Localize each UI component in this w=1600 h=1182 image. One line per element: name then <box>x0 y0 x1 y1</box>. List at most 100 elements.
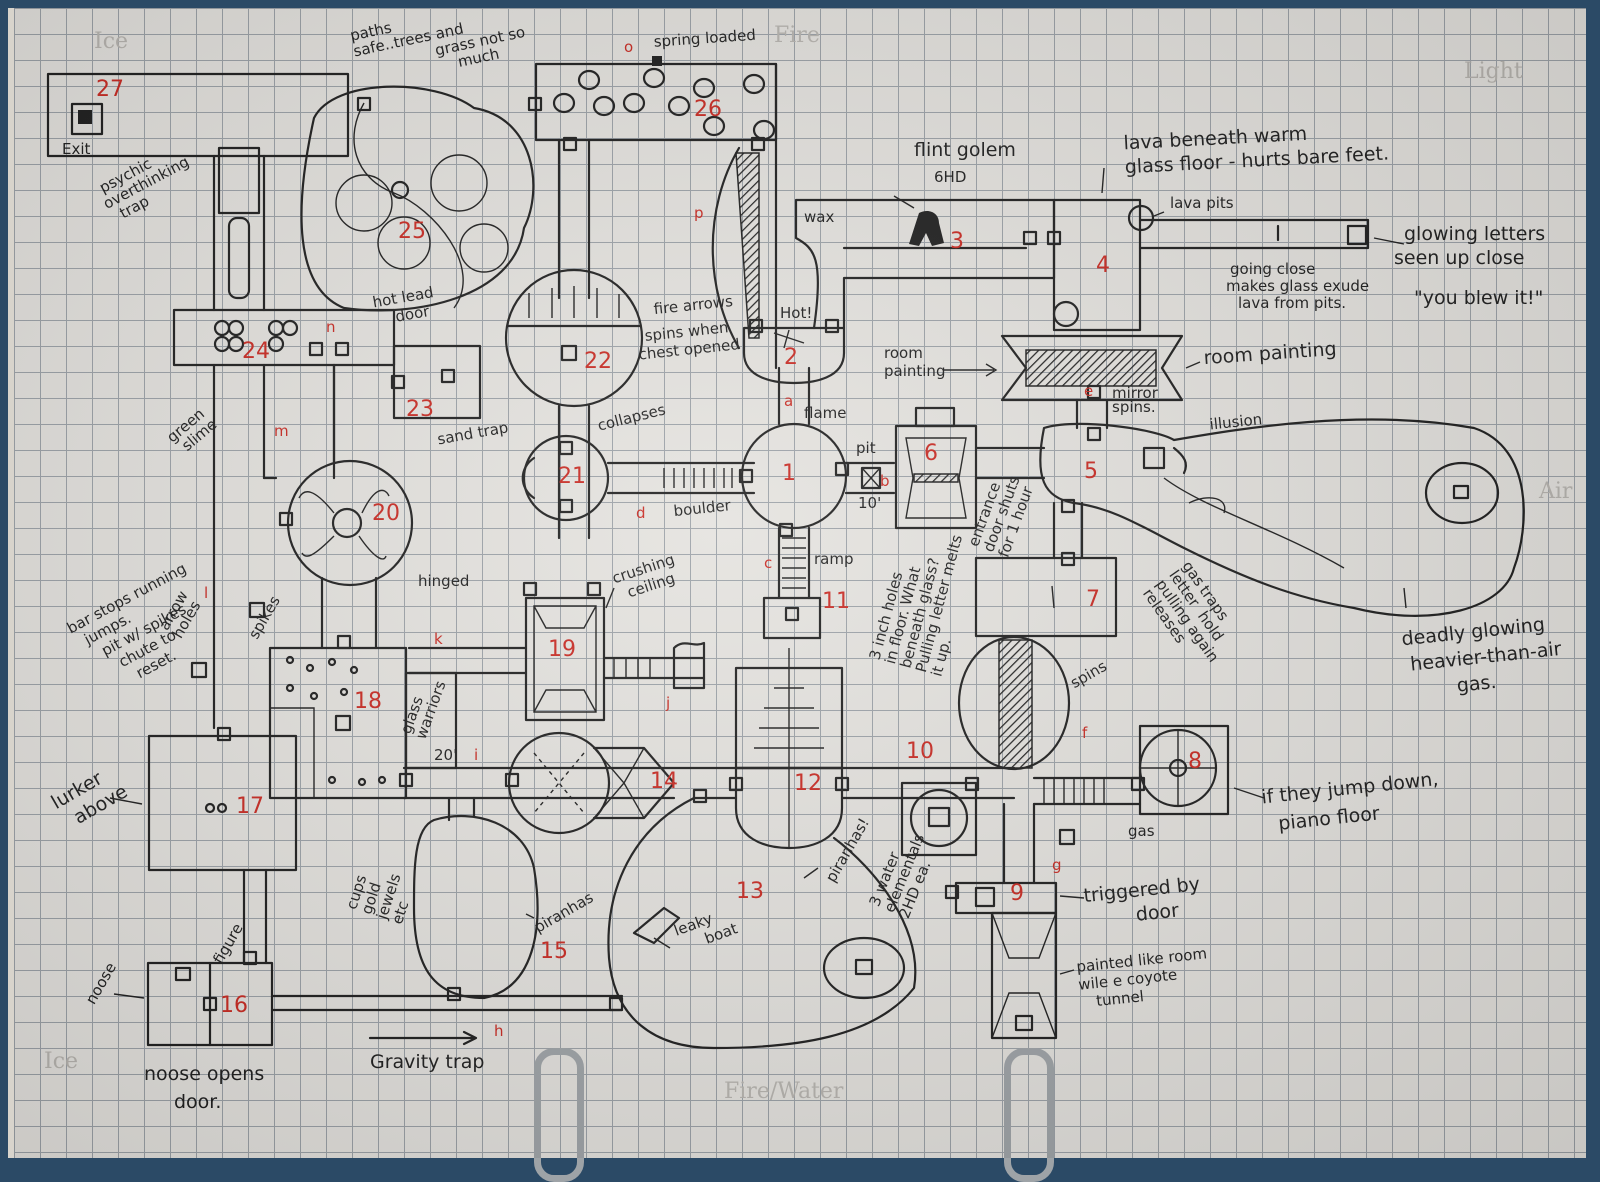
room-number-7: 7 <box>1086 587 1100 612</box>
svg-text:room: room <box>884 344 923 362</box>
note-room-painting-right: room painting <box>1203 338 1337 369</box>
note-mirror-spins: mirror spins. <box>1112 384 1159 416</box>
svg-text:noose opens: noose opens <box>144 1063 264 1085</box>
note-ramp: ramp <box>814 550 854 568</box>
note-gas-letters: gas traps letter hold pulling again rele… <box>1139 558 1233 666</box>
note-lurker-above: lurker above <box>48 767 132 828</box>
room-number-19: 19 <box>548 637 576 662</box>
faint-label-fire: Fire <box>774 23 820 48</box>
room-number-25: 25 <box>398 219 426 244</box>
trap-letter-i: i <box>474 746 478 764</box>
svg-text:door: door <box>1135 899 1180 925</box>
trap-letter-c: c <box>764 554 772 572</box>
binder-ring-right <box>1004 1048 1054 1182</box>
room-number-21: 21 <box>558 464 586 489</box>
note-crushing-ceiling: crushing ceiling <box>610 550 677 601</box>
room-number-15: 15 <box>540 939 568 964</box>
note-cups-gold: cups gold jewels etc <box>342 871 412 926</box>
note-holes-in-floor: 3 inch holes in floor. What beneath glas… <box>866 533 966 679</box>
note-room-painting-left: room painting <box>884 344 945 380</box>
room-1 <box>740 366 896 600</box>
svg-text:6HD: 6HD <box>934 168 966 186</box>
room-22 <box>504 268 644 540</box>
note-wax: wax <box>804 208 834 226</box>
room-number-11: 11 <box>822 589 850 614</box>
trap-letter-a: a <box>784 392 793 410</box>
note-painted-tunnel: painted like room wile e coyote tunnel <box>1076 944 1208 1010</box>
svg-text:seen up close: seen up close <box>1394 247 1524 269</box>
room-16 <box>146 961 624 1047</box>
graph-paper-sheet: Ice Fire Light Air Fire/Water Ice <box>14 8 1586 1182</box>
room-number-5: 5 <box>1084 459 1098 484</box>
room-number-27: 27 <box>96 77 124 102</box>
note-deadly-gas: deadly glowing heavier-than-air gas. <box>1401 613 1563 697</box>
svg-text:mirror: mirror <box>1112 384 1159 402</box>
svg-text:if they jump down,: if they jump down, <box>1260 768 1439 808</box>
room-number-13: 13 <box>736 879 764 904</box>
note-gas: gas <box>1128 822 1155 840</box>
note-noose: noose <box>82 959 120 1007</box>
note-piranhas-right: piranhas! <box>822 815 873 886</box>
note-spins-chest: spins when chest opened <box>638 318 741 363</box>
pointer-arrows <box>109 167 1407 999</box>
note-exit: Exit <box>62 140 91 158</box>
note-pit: pit <box>856 439 876 457</box>
note-going-close: going close makes glass exude lava from … <box>1226 260 1369 312</box>
note-leaky-boat: leaky boat <box>671 909 740 948</box>
room-number-3: 3 <box>950 229 964 254</box>
trap-letter-b: b <box>880 472 890 490</box>
trap-letter-p: p <box>694 204 704 222</box>
trap-letter-k: k <box>434 630 443 648</box>
trap-letter-g: g <box>1052 856 1062 874</box>
trap-letter-n: n <box>326 318 336 336</box>
room-27 <box>46 72 350 158</box>
note-entrance: entrance door shuts for 1 hour <box>964 473 1037 559</box>
trap-letter-e: e <box>1084 382 1093 400</box>
svg-text:door: door <box>394 302 431 326</box>
svg-text:painting: painting <box>884 362 945 380</box>
note-glass-warriors: glass warriors <box>397 678 450 742</box>
note-hot-lead-door: hot lead door <box>371 283 435 326</box>
note-fire-arrows: fire arrows <box>653 292 734 318</box>
note-bar-stops: bar stops running jumps. pit w/ spikes c… <box>64 559 189 682</box>
note-spring-loaded: spring loaded <box>653 26 756 51</box>
doors <box>190 96 1146 1012</box>
room-3 <box>794 198 1056 330</box>
south-corridor <box>402 766 1016 800</box>
trap-letter-l: l <box>204 584 208 602</box>
room-21 <box>521 434 756 522</box>
room-number-17: 17 <box>236 794 264 819</box>
room-23 <box>392 344 482 420</box>
note-flint-golem: flint golem 6HD <box>914 139 1016 186</box>
svg-text:gas.: gas. <box>1456 671 1498 697</box>
room-number-9: 9 <box>1010 881 1024 906</box>
note-lava-pits: lava pits <box>1170 194 1234 212</box>
note-jump-down: if they jump down, piano floor <box>1260 768 1439 835</box>
svg-text:glowing letters: glowing letters <box>1404 223 1545 245</box>
note-sand-trap: sand trap <box>436 418 510 448</box>
note-psychic-trap: psychic overthinking trap <box>96 153 192 223</box>
note-water-elementals: 3 water elementals 2HD ea. <box>865 831 934 921</box>
room-number-24: 24 <box>242 339 270 364</box>
note-glowing-letters: glowing letters seen up close "you blew … <box>1394 223 1545 309</box>
note-green-slime: green slime <box>163 405 220 455</box>
room-6 <box>894 406 978 530</box>
ramp-p <box>711 146 760 350</box>
note-twenty-ft: 20' <box>434 746 457 764</box>
faint-label-ice-top: Ice <box>94 29 128 54</box>
svg-text:"you blew it!": "you blew it!" <box>1414 287 1543 309</box>
room-number-22: 22 <box>584 349 612 374</box>
room-number-12: 12 <box>794 771 822 796</box>
room-number-20: 20 <box>372 501 400 526</box>
room-20 <box>286 363 414 650</box>
note-figure: figure <box>209 920 246 967</box>
svg-text:going close: going close <box>1230 260 1315 278</box>
note-flame: flame <box>804 404 846 422</box>
room-13-lake <box>607 796 917 1050</box>
room-number-26: 26 <box>694 97 722 122</box>
room-number-18: 18 <box>354 689 382 714</box>
room-number-14: 14 <box>650 769 678 794</box>
note-collapses: collapses <box>596 400 668 434</box>
note-hot: Hot! <box>780 304 812 322</box>
svg-text:triggered by: triggered by <box>1082 873 1201 907</box>
